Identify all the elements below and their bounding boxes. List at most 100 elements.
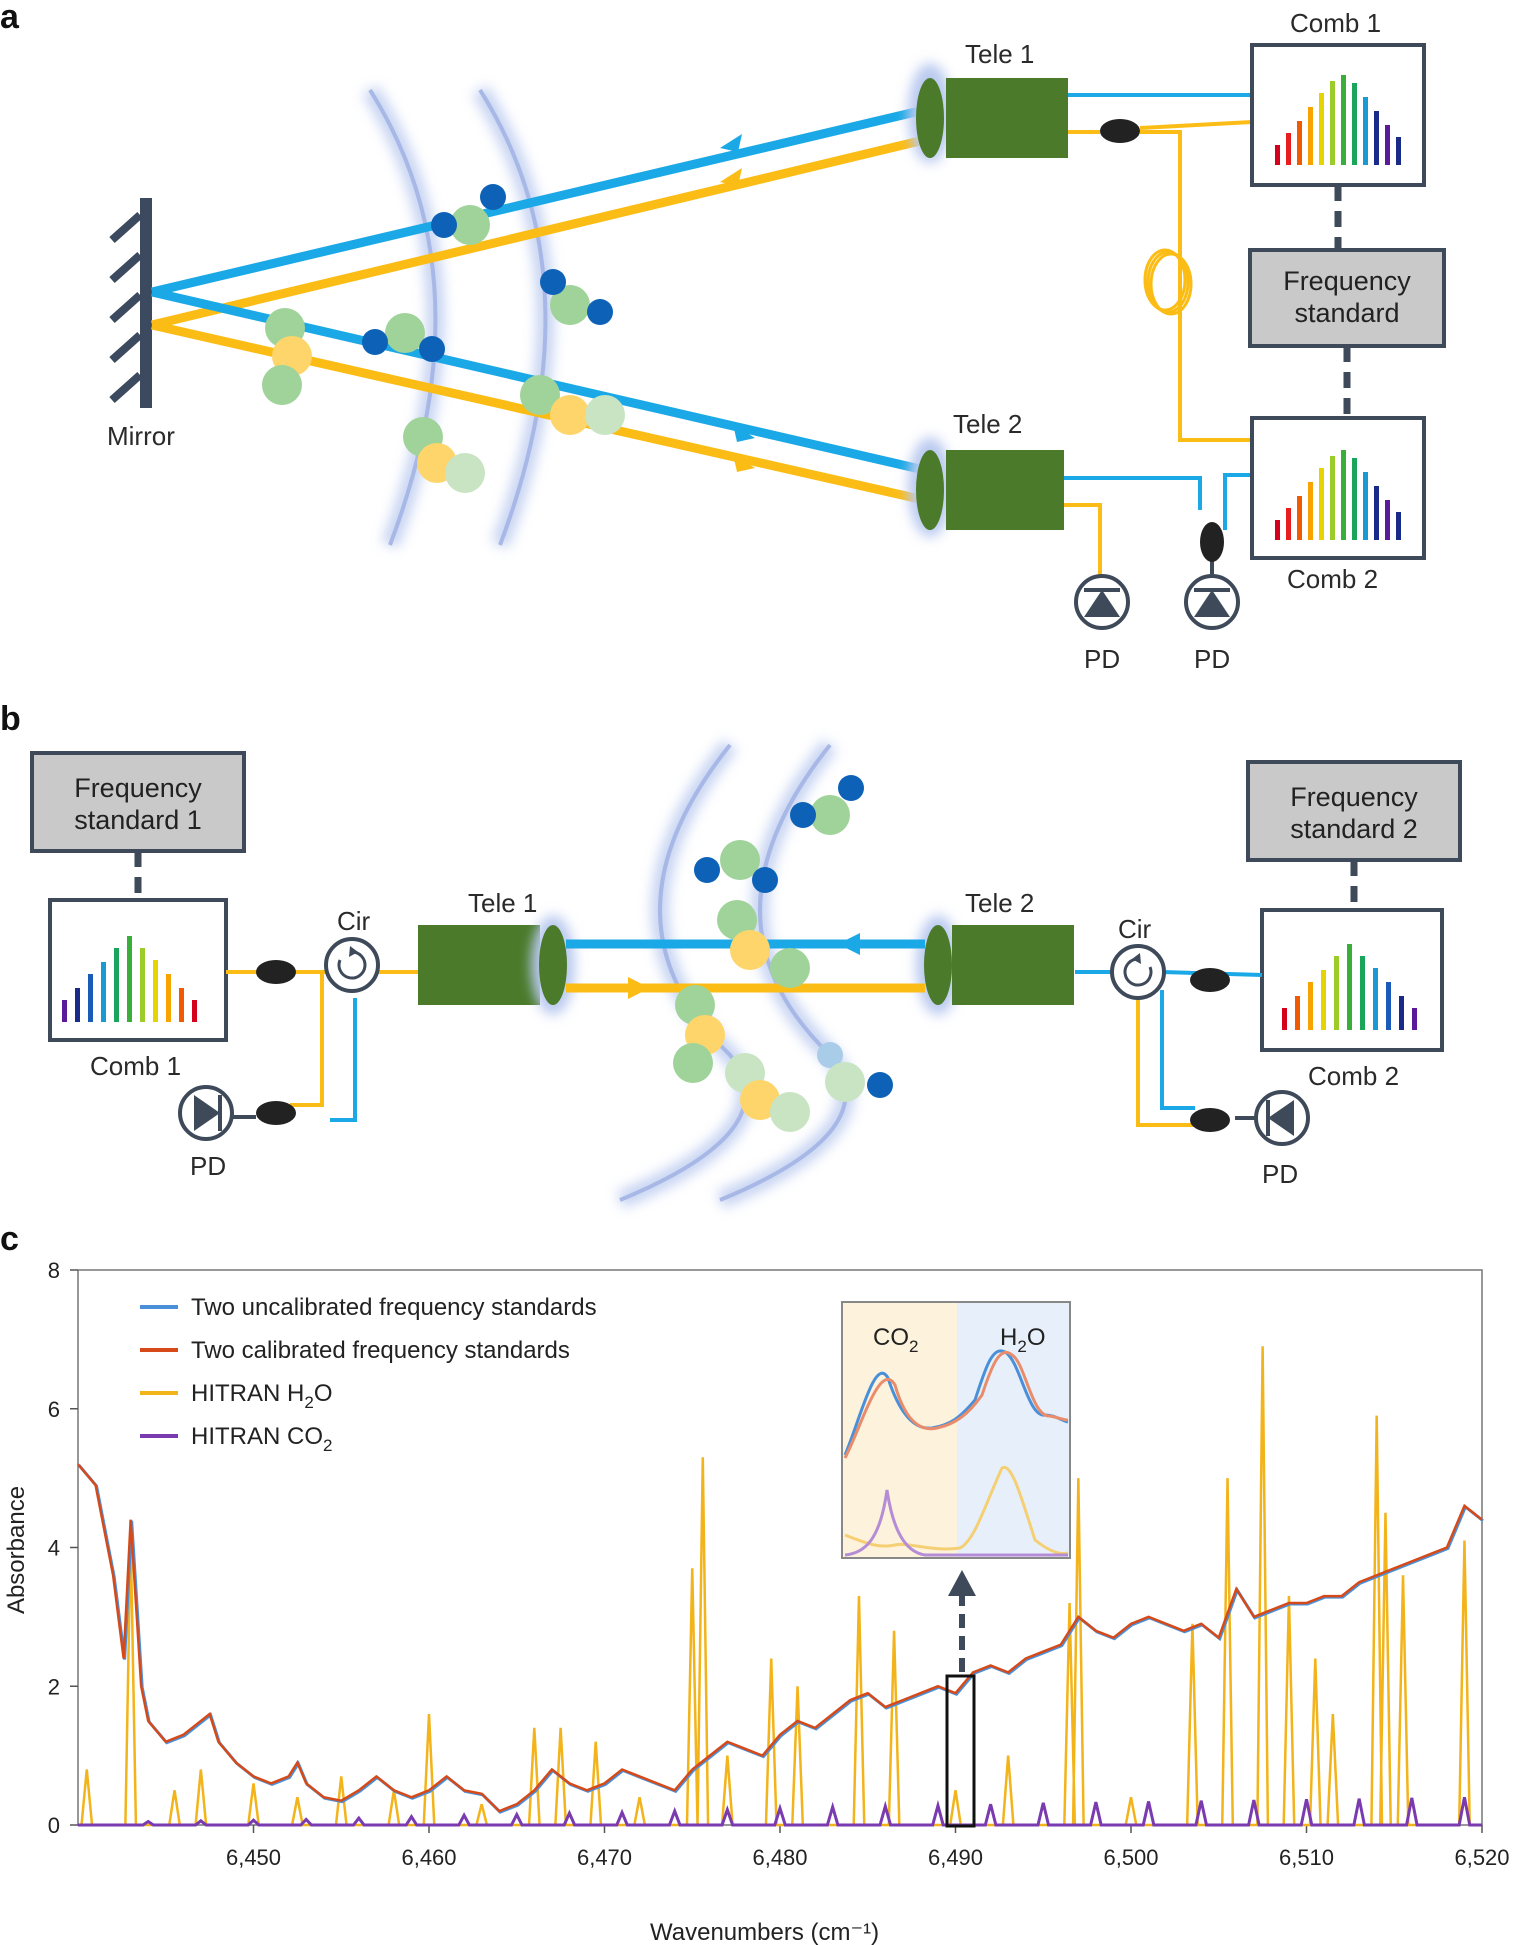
telescope-1-b	[418, 915, 575, 1015]
highlight-box	[945, 1674, 976, 1828]
inset-co2-line	[844, 1489, 1068, 1557]
comb-line	[1275, 520, 1280, 540]
y-tick-label: 4	[48, 1536, 60, 1561]
comb-line	[1319, 468, 1324, 540]
pd2-label-b: PD	[1262, 1159, 1298, 1189]
comb-line	[179, 988, 184, 1022]
legend-label-uncal: Two uncalibrated frequency standards	[191, 1294, 597, 1321]
legend-label-cal: Two calibrated frequency standards	[191, 1337, 570, 1364]
comb2-label-b: Comb 2	[1308, 1061, 1399, 1091]
comb-line	[1308, 982, 1313, 1030]
comb-line	[1412, 1008, 1417, 1030]
comb2-spectrum-b	[1282, 944, 1417, 1030]
telescope-2-b	[916, 915, 1074, 1015]
comb-line	[1286, 133, 1291, 165]
comb1-box-a	[1250, 43, 1426, 187]
tele1-label-b: Tele 1	[468, 888, 537, 918]
x-tick-label: 6,500	[1103, 1845, 1158, 1870]
comb2-box-a	[1250, 416, 1426, 560]
freq-std-box-a	[1248, 248, 1446, 348]
legend-label-h2o: HITRAN H2O	[191, 1380, 332, 1412]
freq-std-label-a2: standard	[1294, 298, 1399, 328]
hitran-co2-line	[78, 1796, 1482, 1827]
coupler-b2	[256, 1101, 296, 1125]
pd1-label-a: PD	[1084, 644, 1120, 674]
comb-line	[1352, 458, 1357, 540]
x-axis-title: Wavenumbers (cm⁻¹)	[650, 1919, 879, 1945]
comb-line	[1396, 512, 1401, 540]
circulator-2-b	[1110, 944, 1166, 1000]
comb-line	[1363, 472, 1368, 540]
panel-a-letter: a	[0, 0, 20, 36]
atmosphere-waves-a	[362, 85, 555, 549]
x-tick-label: 6,470	[577, 1845, 632, 1870]
comb-line	[1308, 107, 1313, 165]
molecules-b	[673, 775, 893, 1132]
comb-line	[1374, 486, 1379, 540]
pd1-label-b: PD	[190, 1151, 226, 1181]
comb-line	[1319, 93, 1324, 165]
comb-line	[1297, 496, 1302, 540]
x-tick-label: 6,490	[928, 1845, 983, 1870]
x-tick-label: 6,480	[752, 1845, 807, 1870]
comb-line	[62, 1000, 67, 1022]
telescope-2-a	[908, 437, 1064, 537]
panel-b-letter: b	[0, 700, 21, 738]
beam-arrows-a	[720, 134, 755, 472]
pd-1-a	[1074, 574, 1130, 630]
calibrated-line	[77, 1463, 1483, 1813]
fibers-a	[1064, 93, 1253, 575]
tele1-label-a: Tele 1	[965, 39, 1034, 69]
comb2-label-a: Comb 2	[1287, 564, 1378, 594]
comb-line	[101, 962, 106, 1022]
comb-line	[88, 974, 93, 1022]
pd2-label-a: PD	[1194, 644, 1230, 674]
comb-line	[1295, 996, 1300, 1030]
comb-line	[1347, 944, 1352, 1030]
legend: Two uncalibrated frequency standards Two…	[140, 1294, 597, 1455]
y-tick-label: 8	[48, 1258, 60, 1283]
comb1-label-a: Comb 1	[1290, 8, 1381, 38]
comb-line	[1297, 121, 1302, 165]
comb-line	[1399, 996, 1404, 1030]
panel-a: a Mirror	[0, 0, 1446, 674]
pd-2-a	[1184, 574, 1240, 630]
comb1-spectrum-b	[62, 936, 197, 1022]
fs1-label-2: standard 1	[74, 805, 202, 835]
circulator-1-b	[324, 937, 380, 993]
panel-b: b Frequency standard 1 Comb 1 Frequency …	[0, 700, 1462, 1209]
comb-line	[192, 1000, 197, 1022]
cir1-label-b: Cir	[337, 906, 371, 936]
comb-line	[166, 974, 171, 1022]
comb2-spectrum-a	[1275, 450, 1401, 540]
tele2-label-b: Tele 2	[965, 888, 1034, 918]
y-tick-label: 6	[48, 1397, 60, 1422]
comb-line	[1341, 450, 1346, 540]
coupler-b3	[1190, 968, 1230, 992]
comb-line	[1374, 111, 1379, 165]
comb-line	[1352, 83, 1357, 165]
comb-line	[153, 960, 158, 1022]
comb-line	[1386, 982, 1391, 1030]
comb-line	[1360, 956, 1365, 1030]
fs2-label-1: Frequency	[1290, 782, 1418, 812]
inset: CO2 H2O	[841, 1301, 1071, 1559]
fibers-b	[226, 970, 1263, 1127]
coupler-b4	[1190, 1108, 1230, 1132]
comb-line	[1385, 500, 1390, 540]
pd-1-b	[178, 1085, 234, 1141]
comb-line	[114, 948, 119, 1022]
comb-line	[1282, 1008, 1287, 1030]
y-axis-title: Absorbance	[3, 1486, 30, 1614]
molecules-a	[262, 184, 625, 493]
x-tick-label: 6,460	[401, 1845, 456, 1870]
y-tick-label: 0	[48, 1813, 60, 1838]
inset-frame	[841, 1301, 1071, 1559]
comb-line	[1363, 97, 1368, 165]
fs2-label-2: standard 2	[1290, 814, 1418, 844]
inset-co2-label: CO2	[873, 1324, 918, 1356]
coupler-a1	[1100, 119, 1140, 143]
